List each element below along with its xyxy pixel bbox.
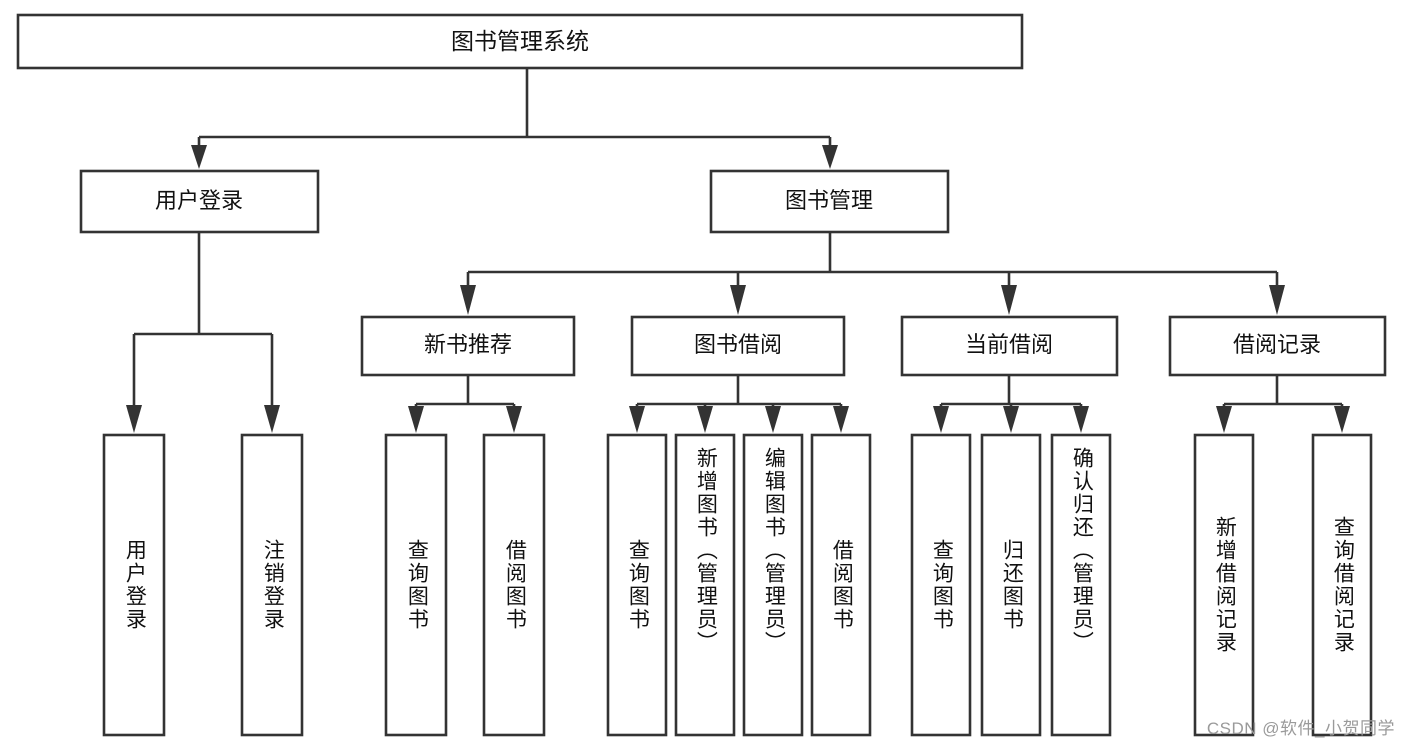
arrow-head-leaf-user-login (126, 405, 142, 433)
arrow-head-user-login (191, 145, 207, 169)
arrow-head-leaf-add-book-admin (697, 406, 713, 433)
arrow-head-leaf-edit-book-admin (765, 406, 781, 433)
arrow-head-new-book-recommend (460, 285, 476, 315)
node-book-management[interactable]: 图书管理 (709, 169, 950, 234)
leaf-boxes (102, 433, 1373, 737)
arrow-head-leaf-borrow-book-recommend (506, 406, 522, 433)
leaf-add-borrow-record-box[interactable] (1193, 433, 1255, 737)
leaf-confirm-return-admin-box[interactable] (1050, 433, 1112, 737)
leaf-user-login-box[interactable] (102, 433, 166, 737)
arrow-head-leaf-query-book-borrow (629, 406, 645, 433)
node-book-management-box[interactable] (709, 169, 950, 234)
arrow-head-borrow-record (1269, 285, 1285, 315)
connector-group-book-management (460, 232, 1285, 315)
leaf-query-book-current-box[interactable] (910, 433, 972, 737)
node-book-borrow-box[interactable] (630, 315, 846, 377)
node-current-borrow[interactable]: 当前借阅 (900, 315, 1119, 377)
node-root[interactable]: 图书管理系统 (16, 13, 1024, 70)
node-book-borrow[interactable]: 图书借阅 (630, 315, 846, 377)
arrow-head-leaf-borrow-book (833, 406, 849, 433)
connector-group-book-borrow (629, 375, 849, 433)
node-book-borrow-label: 图书借阅 (694, 332, 782, 357)
connector-group-user-login (126, 232, 280, 433)
node-user-login-label: 用户登录 (155, 188, 243, 213)
arrow-head-book-management (822, 145, 838, 169)
node-user-login[interactable]: 用户登录 (79, 169, 320, 234)
leaf-return-book-box[interactable] (980, 433, 1042, 737)
node-user-login-box[interactable] (79, 169, 320, 234)
node-borrow-record-box[interactable] (1168, 315, 1387, 377)
connector-group-root (191, 68, 838, 169)
node-new-book-recommend-label: 新书推荐 (424, 332, 512, 357)
node-current-borrow-label: 当前借阅 (965, 332, 1053, 357)
connector-group-borrow-record (1216, 375, 1350, 433)
arrow-head-leaf-add-borrow-record (1216, 406, 1232, 433)
node-new-book-recommend-box[interactable] (360, 315, 576, 377)
node-borrow-record-label: 借阅记录 (1233, 332, 1321, 357)
leaf-borrow-book-box[interactable] (810, 433, 872, 737)
leaf-borrow-book-recommend-box[interactable] (482, 433, 546, 737)
node-book-management-label: 图书管理 (785, 188, 873, 213)
leaf-add-book-admin-box[interactable] (674, 433, 736, 737)
node-root-box[interactable] (16, 13, 1024, 70)
node-borrow-record[interactable]: 借阅记录 (1168, 315, 1387, 377)
leaf-logout-login-box[interactable] (240, 433, 304, 737)
leaf-query-book-borrow-box[interactable] (606, 433, 668, 737)
leaf-edit-book-admin-box[interactable] (742, 433, 804, 737)
node-new-book-recommend[interactable]: 新书推荐 (360, 315, 576, 377)
arrow-head-leaf-query-book-current (933, 406, 949, 433)
leaf-query-borrow-record-box[interactable] (1311, 433, 1373, 737)
leaf-query-book-recommend-box[interactable] (384, 433, 448, 737)
arrow-head-current-borrow (1001, 285, 1017, 315)
arrow-head-leaf-logout-login (264, 405, 280, 433)
arrow-head-leaf-return-book (1003, 406, 1019, 433)
connector-group-current-borrow (933, 375, 1089, 433)
arrow-head-book-borrow (730, 285, 746, 315)
arrow-head-leaf-confirm-return-admin (1073, 406, 1089, 433)
connector-group-new-book-recommend (408, 375, 522, 433)
node-current-borrow-box[interactable] (900, 315, 1119, 377)
node-root-label: 图书管理系统 (451, 28, 589, 54)
csdn-watermark: CSDN @软件_小贺同学 (1206, 719, 1395, 738)
arrow-head-leaf-query-borrow-record (1334, 406, 1350, 433)
arrow-head-leaf-query-book-recommend (408, 406, 424, 433)
